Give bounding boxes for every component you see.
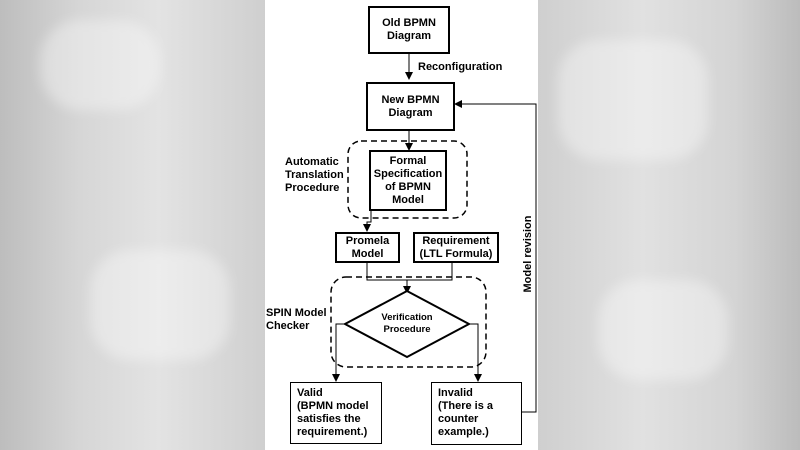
reconfiguration-label: Reconfiguration [418, 61, 503, 73]
invalid-box: Invalid (There is a counter example.) [431, 382, 522, 445]
verification-label: Verification Procedure [381, 312, 433, 335]
to-invalid-arrow [469, 323, 482, 382]
merge-line [366, 263, 453, 281]
verification-diamond [342, 289, 472, 359]
blurred-background-left [0, 0, 265, 450]
new-bpmn-box: New BPMN Diagram [366, 82, 455, 131]
spin-group [330, 276, 487, 368]
background-blob [40, 20, 160, 110]
to-valid-arrow [332, 323, 345, 382]
model-revision-arrow [454, 100, 537, 413]
automatic-translation-label: Automatic Translation Procedure [285, 156, 344, 194]
spin-checker-label: SPIN Model Checker [266, 307, 327, 332]
valid-box: Valid (BPMN model satisfies the requirem… [290, 382, 382, 444]
to-promela-arrow [363, 211, 372, 232]
model-revision-label: Model revision [522, 215, 534, 293]
diagram-panel [265, 0, 538, 450]
requirement-box: Requirement (LTL Formula) [413, 232, 499, 263]
background-blob [598, 280, 728, 380]
formal-spec-box: Formal Specification of BPMN Model [369, 150, 447, 211]
blurred-background-right [538, 0, 800, 450]
background-blob [558, 40, 708, 160]
background-blob [90, 250, 230, 360]
old-bpmn-box: Old BPMN Diagram [368, 6, 450, 54]
promela-box: Promela Model [335, 232, 400, 263]
translation-group [347, 140, 468, 219]
